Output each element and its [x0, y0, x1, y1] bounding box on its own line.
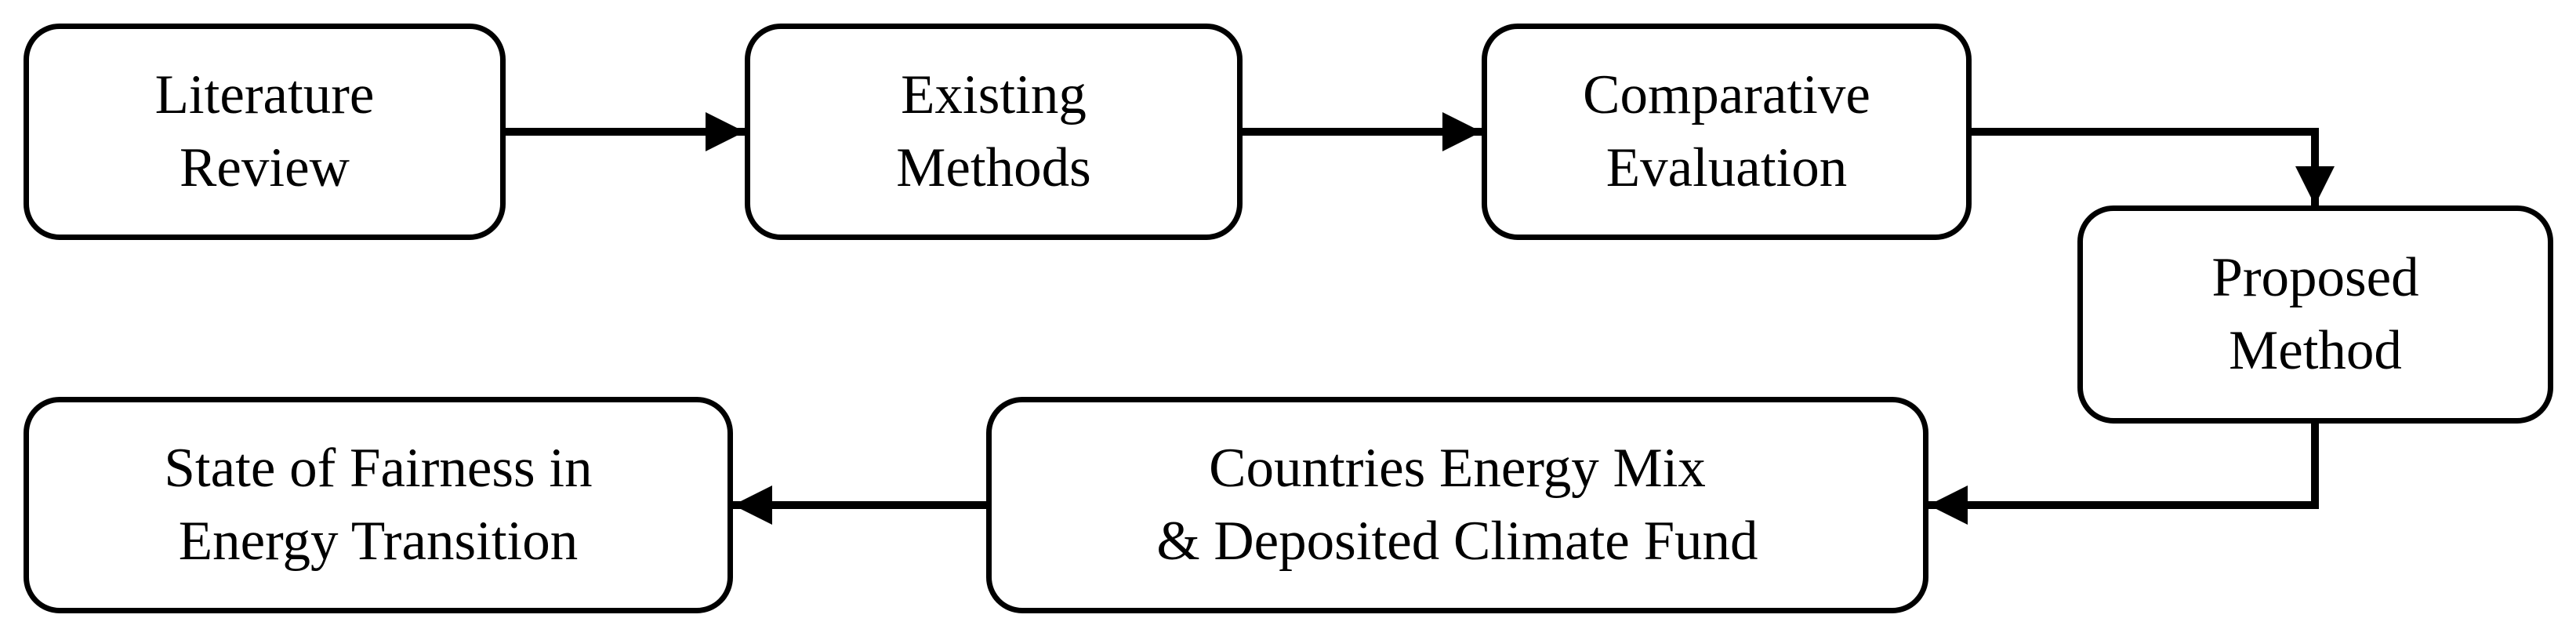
node-label-line: State of Fairness in	[164, 438, 593, 499]
node-label-line: & Deposited Climate Fund	[1156, 511, 1758, 572]
node-label-line: Energy Transition	[178, 511, 579, 572]
node-label-line: Countries Energy Mix	[1209, 438, 1706, 499]
node-label-line: Literature	[154, 64, 375, 125]
node-label-line: Method	[2229, 320, 2402, 381]
node-label-line: Review	[180, 137, 350, 198]
node-label-line: Methods	[896, 137, 1091, 198]
node-label-line: Evaluation	[1605, 137, 1848, 198]
node-comparative-evaluation: Comparative Evaluation	[1482, 24, 1972, 240]
node-label-line: Comparative	[1583, 64, 1870, 125]
node-label-line: Existing	[901, 64, 1087, 125]
arrow-proposed-to-energymix	[1928, 424, 2319, 525]
node-existing-methods: Existing Methods	[745, 24, 1243, 240]
node-countries-energy-mix: Countries Energy Mix & Deposited Climate…	[986, 397, 1928, 613]
node-literature-review: Literature Review	[24, 24, 506, 240]
node-proposed-method: Proposed Method	[2077, 205, 2553, 424]
arrow-comparative-to-proposed	[1972, 128, 2335, 205]
node-state-of-fairness: State of Fairness in Energy Transition	[24, 397, 733, 613]
node-label-line: Proposed	[2211, 247, 2419, 308]
